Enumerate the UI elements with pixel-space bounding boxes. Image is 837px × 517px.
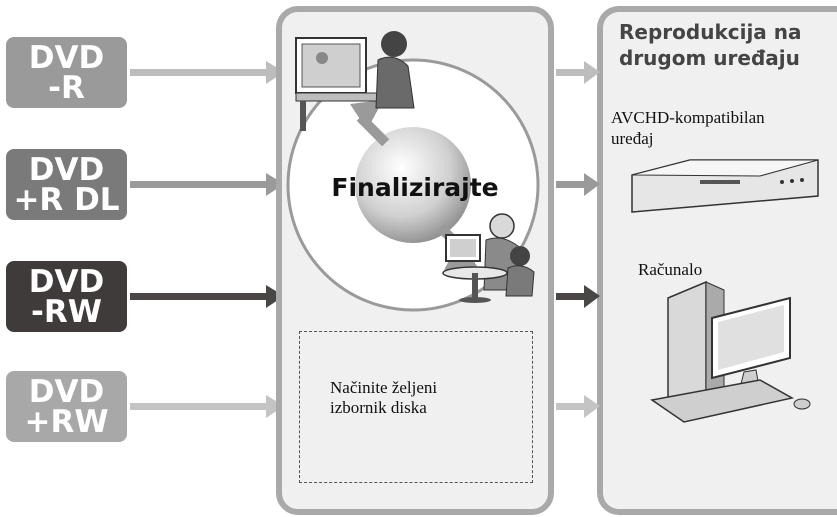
family-laptop-icon <box>442 213 535 303</box>
badge-dvd-rw: DVD -RW <box>6 261 127 332</box>
badge-dvd-rdl: DVD +R DL <box>6 149 127 220</box>
badge-line1: DVD <box>28 373 105 410</box>
menu-line1: Načinite željeni <box>330 378 438 397</box>
arrow-dvd-r <box>130 61 284 84</box>
badge-line1: DVD <box>28 39 105 76</box>
badge-dvd-r: DVD -R <box>6 37 127 108</box>
computer-icon <box>650 280 811 423</box>
arrow-dvd-rdl <box>130 173 284 196</box>
badge-line2: -RW <box>31 293 102 330</box>
finalize-label: Finalizirajte <box>331 173 499 202</box>
badge-line1: DVD <box>28 263 105 300</box>
badge-line2: -R <box>48 69 85 106</box>
title-line1: Reprodukcija na <box>619 20 802 44</box>
person-computer-icon <box>295 31 415 131</box>
badge-arrows <box>130 61 284 418</box>
playback-title: Reprodukcija na drugom uređaju <box>619 19 834 71</box>
badge-line2: +RW <box>24 403 109 440</box>
badge-line1: DVD <box>28 151 105 188</box>
device1-line2: uređaj <box>611 129 654 148</box>
disc-menu-box <box>299 331 533 483</box>
arrow-dvd-rw <box>130 285 284 308</box>
badge-line2: +R DL <box>13 181 120 218</box>
computer-label: Računalo <box>638 260 703 279</box>
device1-line1: AVCHD-kompatibilan <box>611 108 765 127</box>
menu-line2: izbornik diska <box>330 398 427 417</box>
avchd-device-label: AVCHD-kompatibilan uređaj <box>611 107 836 149</box>
disc-hub <box>355 127 471 243</box>
arrow-dvd-plus-rw <box>130 395 284 418</box>
playback-panel <box>597 6 837 515</box>
output-arrows <box>556 61 600 418</box>
title-line2: drugom uređaju <box>619 46 800 70</box>
badge-dvd-plus-rw: DVD +RW <box>6 371 127 442</box>
dvd-player-icon <box>631 159 819 213</box>
disc-menu-text: Načinite željeni izbornik diska <box>330 378 510 418</box>
